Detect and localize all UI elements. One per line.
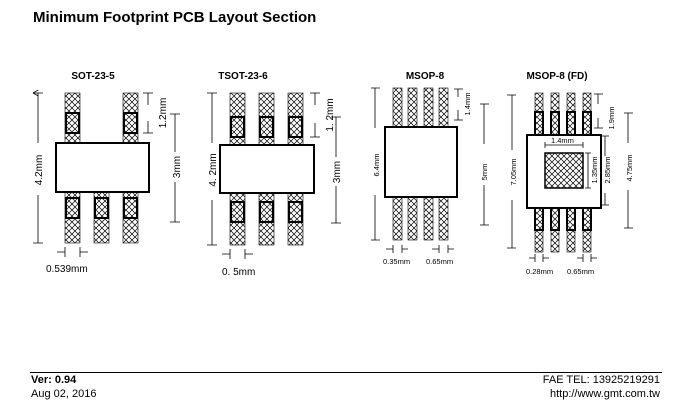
dim-pad: 1.4mm (463, 93, 472, 116)
package-title: TSOT-23-6 (218, 71, 268, 82)
pads (392, 87, 449, 241)
package-tsot-23-6: TSOT-23-6 4. 2mm 1. 2mm 3mm 0. 5mm (207, 71, 343, 278)
section-title: Minimum Footprint PCB Layout Section (33, 9, 317, 26)
package-title: MSOP-8 (FD) (526, 71, 587, 82)
dim-body: 3mm (332, 161, 343, 183)
dim-width: 0.539mm (46, 264, 88, 275)
dim-ep-height: 1.35mm (590, 156, 599, 183)
package-body (219, 144, 315, 194)
dim-ep-width: 1.4mm (551, 136, 574, 145)
footer-divider (30, 372, 662, 373)
dim-pitch: 0.65mm (567, 267, 594, 276)
dim-width: 0. 5mm (222, 267, 255, 278)
fae-tel: FAE TEL: 13925219291 (542, 374, 660, 386)
dim-pitch: 0.65mm (426, 257, 453, 266)
pads (64, 92, 139, 244)
version: Ver: 0.94 (31, 374, 77, 386)
dim-height: 6.4mm (372, 154, 381, 177)
dim-body-inner: 2.85mm (603, 156, 612, 183)
package-body (384, 126, 458, 198)
dim-body: 4.75mm (625, 154, 634, 181)
dim-width: 0.35mm (383, 257, 410, 266)
dim-pad: 1. 2mm (325, 98, 336, 131)
website-link[interactable]: http://www.gmt.com.tw (549, 388, 660, 400)
dim-height: 4. 2mm (208, 153, 219, 186)
package-title: SOT-23-5 (71, 71, 115, 82)
exposed-pad (544, 152, 584, 189)
package-msop-8: MSOP-8 6.4mm 1.4mm 5mm 0.35mm 0.65mm (371, 71, 489, 266)
date: Aug 02, 2016 (31, 388, 97, 400)
dim-body: 3mm (172, 156, 183, 178)
dim-height: 7.05mm (509, 158, 518, 185)
package-body (55, 142, 150, 193)
dim-pad: 1.2mm (158, 98, 169, 129)
dim-height: 4.2mm (34, 155, 45, 186)
package-title: MSOP-8 (406, 71, 445, 82)
dim-body: 5mm (480, 164, 489, 181)
dim-pad: 1.9mm (607, 107, 616, 130)
package-sot-23-5: SOT-23-5 4.2mm 1.2mm 3mm 0.539mm (33, 71, 183, 275)
package-msop-8-fd: MSOP-8 (FD) 7.05mm 1.9mm 1.4mm 1.35mm (507, 71, 634, 276)
dim-width: 0.28mm (526, 267, 553, 276)
